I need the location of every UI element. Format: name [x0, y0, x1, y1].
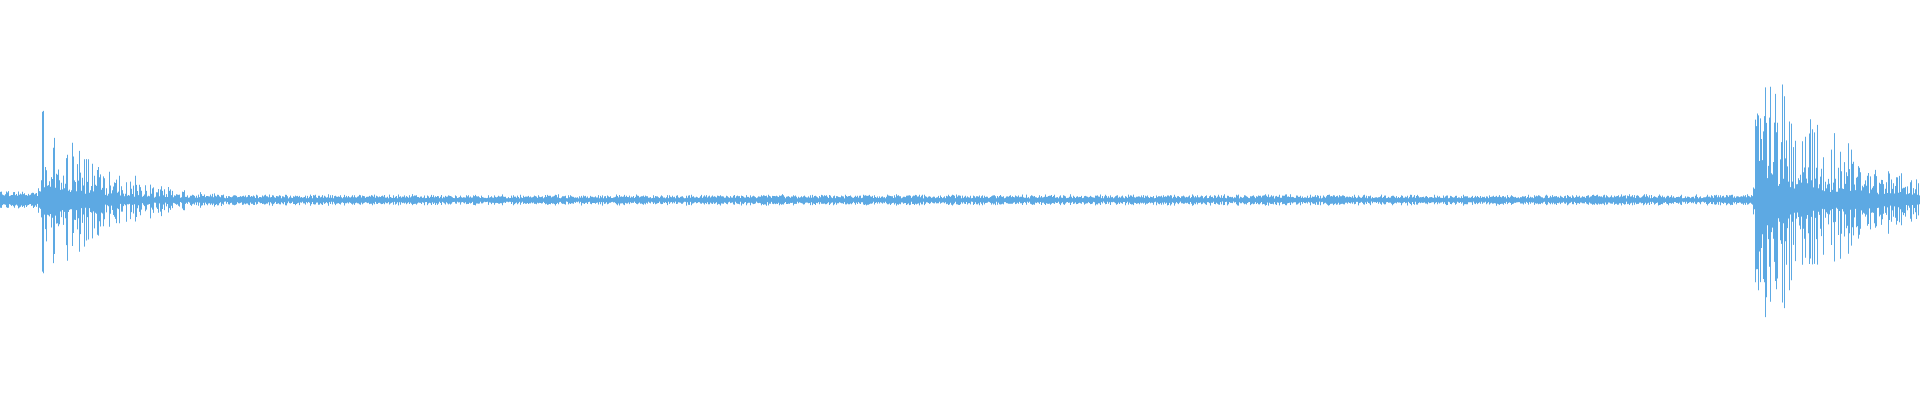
waveform-path [0, 84, 1920, 318]
waveform-samples [0, 84, 1920, 318]
